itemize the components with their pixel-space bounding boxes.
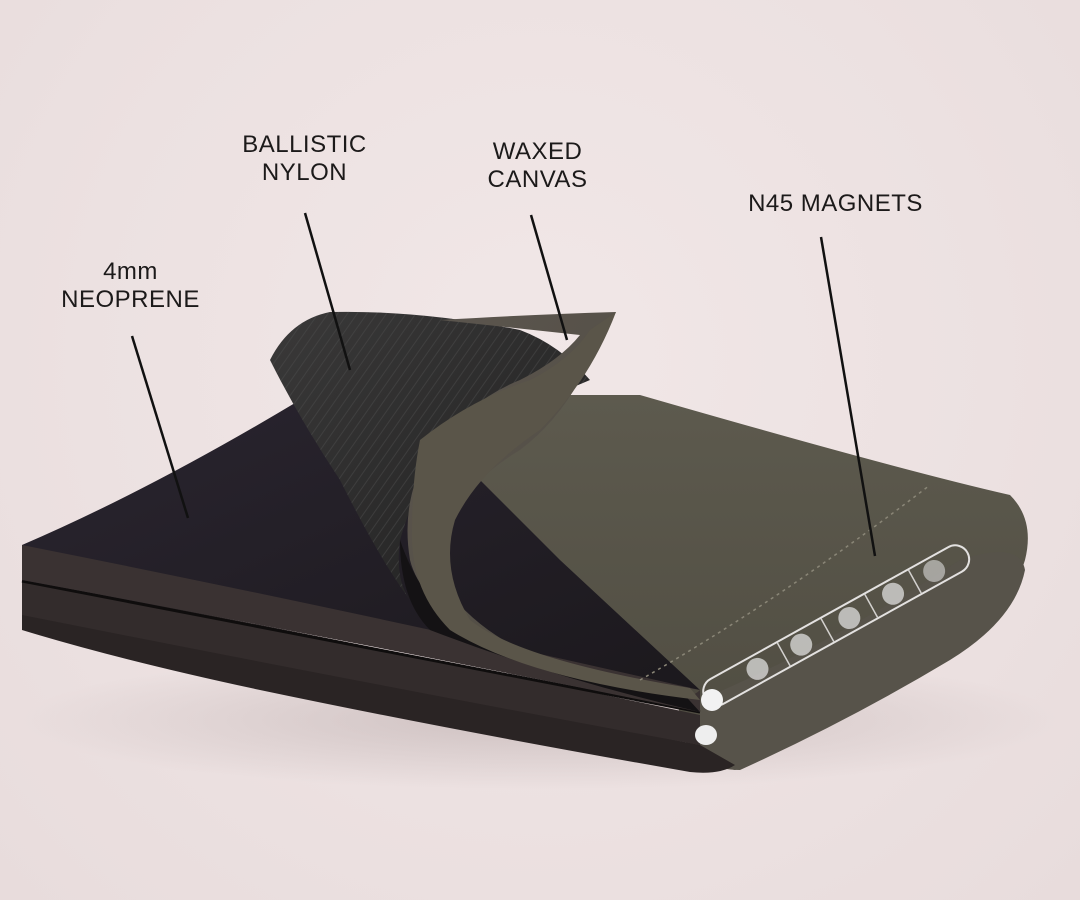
magnet-tube bbox=[702, 544, 971, 707]
label-canvas-line1: WAXED bbox=[492, 138, 583, 165]
label-magnets-line1: N45 MAGNETS bbox=[748, 190, 923, 217]
label-nylon-line2: NYLON bbox=[261, 159, 348, 186]
neoprene-upper-layer bbox=[22, 400, 700, 712]
label-ballistic-nylon: BALLISTIC NYLON bbox=[232, 131, 377, 187]
leader-line-magnets bbox=[819, 236, 877, 557]
canvas-flap-body bbox=[411, 312, 700, 700]
leader-line-neoprene bbox=[130, 335, 190, 519]
neoprene-upper-edge bbox=[22, 545, 700, 712]
leader-line-canvas bbox=[529, 214, 569, 341]
label-n45-magnets: N45 MAGNETS bbox=[738, 190, 933, 218]
label-nylon-line1: BALLISTIC bbox=[242, 131, 367, 158]
stitch-line bbox=[639, 484, 931, 681]
magnet-end-upper bbox=[701, 689, 723, 711]
label-neoprene-line2: NEOPRENE bbox=[61, 286, 200, 313]
leader-line-nylon bbox=[303, 212, 352, 371]
neoprene-lower-edge bbox=[22, 580, 700, 745]
canvas-lower-fold bbox=[700, 552, 1025, 770]
neoprene-gap bbox=[21, 579, 701, 714]
label-waxed-canvas: WAXED CANVAS bbox=[470, 138, 605, 194]
magnet-end-lower bbox=[695, 725, 717, 745]
neoprene-lower-layer bbox=[22, 585, 735, 773]
label-neoprene: 4mm NEOPRENE bbox=[58, 258, 203, 314]
label-neoprene-line1: 4mm bbox=[103, 258, 158, 285]
label-canvas-line2: CANVAS bbox=[487, 166, 588, 193]
